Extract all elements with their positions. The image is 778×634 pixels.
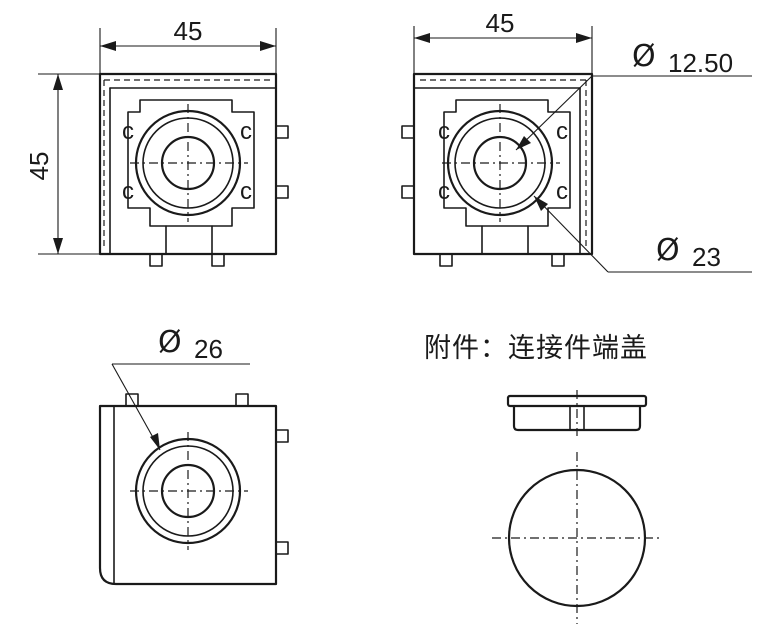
top-right-view: 45 c c c c Ø 12.50 Ø 23: [401, 8, 752, 273]
top-left-width-dim: 45: [174, 16, 203, 46]
top-left-view: 45 45 c c c c: [24, 16, 289, 267]
svg-text:c: c: [122, 118, 134, 145]
svg-text:c: c: [240, 178, 252, 205]
svg-text:c: c: [556, 118, 568, 145]
bore-small-dim: 12.50: [668, 48, 733, 78]
top-right-width-dim: 45: [486, 8, 515, 38]
bore-mid-dim: 23: [692, 242, 721, 272]
top-left-height-dim: 45: [24, 152, 54, 181]
svg-text:c: c: [240, 118, 252, 145]
end-cap-accessory: 附件：连接件端盖: [424, 333, 662, 624]
bore-small-symbol: Ø: [632, 39, 656, 74]
svg-text:c: c: [556, 178, 568, 205]
svg-text:c: c: [438, 178, 450, 205]
bore-large-dim: 26: [194, 334, 223, 364]
svg-text:c: c: [438, 118, 450, 145]
bottom-left-view: Ø 26: [98, 325, 289, 586]
svg-text:c: c: [122, 178, 134, 205]
bore-large-symbol: Ø: [158, 325, 182, 360]
bore-mid-symbol: Ø: [656, 233, 680, 268]
accessory-caption: 附件：连接件端盖: [424, 333, 648, 364]
